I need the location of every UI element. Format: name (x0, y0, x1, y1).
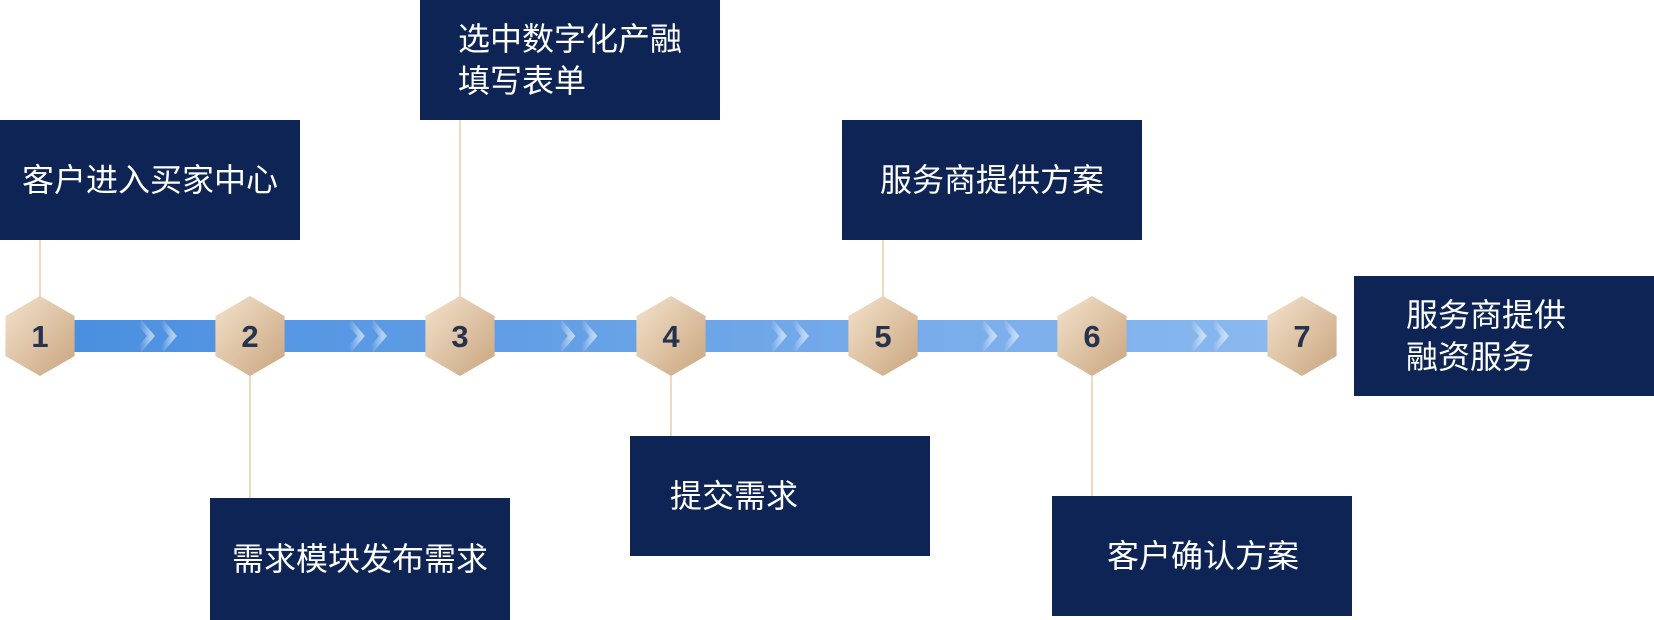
step-marker-1: 1 (5, 296, 75, 376)
step-number: 6 (1083, 319, 1100, 354)
step-box-6: 客户确认方案 (1052, 496, 1352, 616)
track-chevron-icon (136, 320, 155, 352)
step-label: 服务商提供 (1406, 296, 1567, 334)
step-box-2: 需求模块发布需求 (210, 498, 510, 620)
step-label: 选中数字化产融 (458, 20, 683, 58)
step-marker-3: 3 (425, 296, 495, 376)
step-label: 客户进入买家中心 (22, 161, 279, 199)
step-marker-7: 7 (1267, 296, 1337, 376)
step-box-5: 服务商提供方案 (842, 120, 1142, 240)
track-chevrons (136, 320, 1229, 352)
step-number: 4 (662, 319, 680, 354)
step-number: 1 (31, 319, 48, 354)
track-chevron-icon (1001, 320, 1020, 352)
step-marker-6: 6 (1057, 296, 1127, 376)
hexagon-icon (1057, 296, 1127, 376)
track-chevron-icon (1210, 320, 1229, 352)
step-label: 填写表单 (458, 62, 587, 100)
track-chevron-icon (368, 320, 387, 352)
step-box-3: 选中数字化产融填写表单 (420, 0, 720, 120)
track-chevron-icon (346, 320, 365, 352)
hexagon-icon (5, 296, 75, 376)
track-chevron-icon (768, 320, 787, 352)
step-marker-5: 5 (848, 296, 918, 376)
step-label: 客户确认方案 (1107, 537, 1300, 575)
track-chevron-icon (790, 320, 809, 352)
step-marker-2: 2 (215, 296, 285, 376)
step-box-1: 客户进入买家中心 (0, 120, 300, 240)
track-chevron-icon (1188, 320, 1207, 352)
step-number: 2 (241, 319, 258, 354)
hexagon-icon (636, 296, 706, 376)
track-chevron-icon (579, 320, 598, 352)
step-number: 3 (451, 319, 468, 354)
connector-lines (39, 120, 1093, 498)
hexagon-icon (425, 296, 495, 376)
track-chevron-icon (979, 320, 998, 352)
step-box-4: 提交需求 (630, 436, 930, 556)
hexagon-icon (1267, 296, 1337, 376)
track-chevron-icon (158, 320, 177, 352)
step-label: 需求模块发布需求 (232, 540, 489, 578)
step-markers: 1 2 3 4 5 6 7 (5, 296, 1337, 376)
track-chevron-icon (557, 320, 576, 352)
step-label: 融资服务 (1406, 338, 1535, 376)
step-marker-4: 4 (636, 296, 706, 376)
hexagon-icon (848, 296, 918, 376)
step-number: 7 (1293, 319, 1310, 354)
step-label: 提交需求 (670, 477, 799, 515)
step-label: 服务商提供方案 (880, 161, 1105, 199)
step-number: 5 (874, 319, 891, 354)
step-box-7: 服务商提供融资服务 (1354, 276, 1654, 396)
hexagon-icon (215, 296, 285, 376)
